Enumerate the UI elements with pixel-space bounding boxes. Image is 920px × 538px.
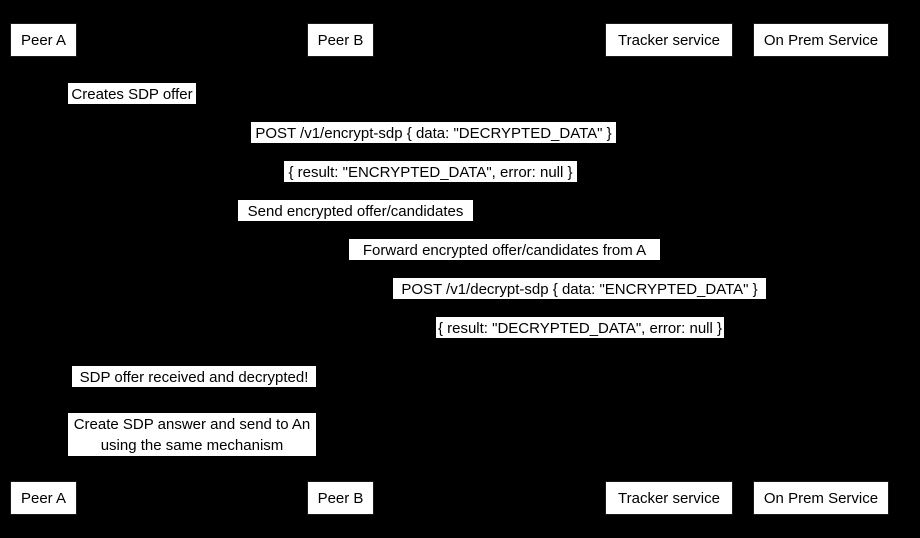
message-text-9-line-2: using the same mechanism: [100, 437, 284, 454]
message-label-forward-encrypted-offer: Forward encrypted offer/candidates from …: [349, 239, 660, 260]
arrow-head-msg-5: [340, 260, 348, 270]
message-label-encrypted-data-result: { result: "ENCRYPTED_DATA", error: null …: [284, 161, 577, 182]
participant-footer-peer-b-label: Peer B: [317, 489, 364, 507]
arrow-msg-3: [340, 186, 821, 187]
participant-footer-peer-a[interactable]: Peer A: [10, 481, 77, 515]
participant-on-prem-service-label: On Prem Service: [763, 31, 879, 49]
participant-tracker-service-label: Tracker service: [618, 31, 720, 49]
arrow-msg-5: [340, 264, 669, 265]
lifeline-peer-a: [43, 57, 44, 470]
message-text-4: Send encrypted offer/candidates: [247, 203, 464, 220]
participant-footer-peer-b[interactable]: Peer B: [307, 481, 374, 515]
arrow-msg-7: [340, 342, 821, 343]
message-text-6: POST /v1/decrypt-sdp { data: "ENCRYPTED_…: [401, 281, 758, 298]
participant-footer-on-prem-service[interactable]: On Prem Service: [753, 481, 889, 515]
lifeline-tracker-service: [669, 57, 670, 470]
message-label-send-encrypted-offer: Send encrypted offer/candidates: [238, 200, 473, 221]
message-text-3: { result: "ENCRYPTED_DATA", error: null …: [288, 164, 573, 181]
message-label-post-decrypt-sdp: POST /v1/decrypt-sdp { data: "ENCRYPTED_…: [393, 278, 766, 299]
arrow-msg-6: [340, 303, 821, 304]
message-label-post-encrypt-sdp: POST /v1/encrypt-sdp { data: "DECRYPTED_…: [251, 122, 616, 143]
arrow-msg-2: [340, 147, 821, 148]
arrow-msg-1: [43, 107, 103, 108]
participant-footer-tracker-service-label: Tracker service: [618, 489, 720, 507]
message-text-7: { result: "DECRYPTED_DATA", error: null …: [437, 320, 723, 337]
arrow-head-msg-2: [813, 143, 821, 153]
arrow-head-msg-6: [813, 299, 821, 309]
participant-footer-peer-a-label: Peer A: [20, 489, 67, 507]
message-label-creates-sdp-offer: Creates SDP offer: [68, 83, 196, 104]
message-text-8: SDP offer received and decrypted!: [79, 369, 309, 386]
participant-footer-on-prem-service-label: On Prem Service: [763, 489, 879, 507]
message-label-decrypted-data-result: { result: "DECRYPTED_DATA", error: null …: [436, 317, 724, 338]
participant-on-prem-service[interactable]: On Prem Service: [753, 23, 889, 57]
arrow-msg-9: [43, 459, 103, 460]
arrow-msg-4: [43, 225, 669, 226]
message-label-create-sdp-answer: Create SDP answer and send to An using t…: [68, 413, 316, 456]
message-text-1: Creates SDP offer: [71, 86, 193, 103]
participant-peer-a[interactable]: Peer A: [10, 23, 77, 57]
arrow-msg-8: [43, 391, 103, 392]
message-text-2: POST /v1/encrypt-sdp { data: "DECRYPTED_…: [255, 125, 612, 142]
message-text-5: Forward encrypted offer/candidates from …: [362, 242, 647, 259]
arrow-head-msg-4: [661, 221, 669, 231]
participant-peer-b-label: Peer B: [317, 31, 364, 49]
arrow-head-msg-3: [340, 182, 348, 192]
arrow-head-msg-7: [340, 338, 348, 348]
lifeline-on-prem-service: [821, 57, 822, 470]
participant-peer-a-label: Peer A: [20, 31, 67, 49]
participant-peer-b[interactable]: Peer B: [307, 23, 374, 57]
message-text-9-line-1: Create SDP answer and send to An: [73, 416, 311, 433]
participant-footer-tracker-service[interactable]: Tracker service: [605, 481, 733, 515]
message-label-sdp-offer-received: SDP offer received and decrypted!: [72, 366, 316, 387]
participant-tracker-service[interactable]: Tracker service: [605, 23, 733, 57]
